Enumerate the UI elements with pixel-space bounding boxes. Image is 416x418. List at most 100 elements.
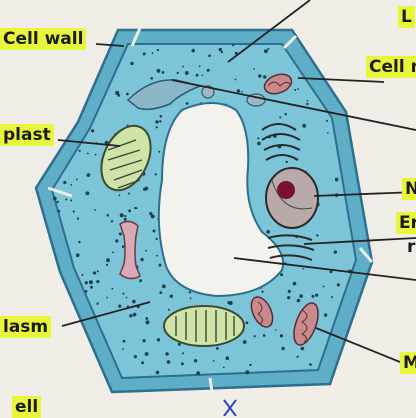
granule	[139, 279, 143, 283]
granule	[81, 273, 84, 276]
granule	[130, 61, 134, 66]
granule	[115, 239, 119, 243]
granule	[94, 153, 97, 156]
granule	[150, 77, 153, 80]
granule	[122, 348, 124, 350]
granule	[110, 220, 114, 223]
granule	[165, 352, 169, 356]
granule	[142, 52, 146, 56]
granule	[198, 65, 201, 68]
granule	[159, 115, 163, 118]
pen-mark-icon	[223, 399, 237, 416]
chloroplast-left	[100, 124, 152, 192]
granule	[63, 180, 67, 185]
mitochondrion-top-right	[263, 73, 293, 95]
granule	[84, 290, 88, 293]
granule	[56, 200, 59, 204]
granule	[119, 213, 124, 218]
granule	[208, 54, 211, 58]
granule	[329, 270, 333, 274]
granule	[245, 370, 250, 375]
label-chloroplast: plast	[0, 124, 54, 146]
granule	[323, 313, 328, 317]
granule	[257, 137, 260, 140]
granule	[225, 356, 230, 361]
granule	[336, 283, 340, 287]
granule	[155, 120, 159, 124]
granule	[333, 250, 337, 254]
granule	[115, 90, 120, 95]
granule	[285, 160, 288, 164]
rough-er	[261, 123, 315, 261]
granule	[263, 75, 267, 79]
granule	[167, 308, 170, 311]
granule	[158, 150, 161, 153]
granule	[306, 102, 309, 106]
granule	[105, 263, 109, 266]
granule	[300, 346, 305, 351]
granule	[78, 149, 81, 152]
granule	[65, 198, 68, 201]
granule	[75, 253, 80, 257]
granule	[185, 102, 189, 105]
granule	[297, 88, 299, 90]
mitochondrion-bottom-2	[293, 302, 319, 346]
granule	[315, 293, 319, 297]
granule	[91, 129, 95, 133]
granule	[132, 299, 136, 304]
granule	[106, 214, 109, 217]
granule	[193, 359, 198, 363]
granule	[206, 68, 210, 72]
granule	[292, 281, 297, 286]
granule	[154, 173, 157, 176]
granule	[155, 237, 158, 240]
label-cell-membrane: Cell m	[366, 56, 416, 78]
granule	[86, 152, 89, 155]
granule	[150, 214, 155, 219]
granule	[334, 177, 339, 182]
granule	[133, 355, 137, 359]
granule	[122, 339, 126, 343]
granule	[245, 321, 249, 325]
granule	[182, 352, 185, 355]
granule	[156, 254, 158, 257]
granule	[129, 314, 133, 318]
granule	[126, 92, 129, 96]
granule	[166, 360, 171, 364]
granule	[189, 297, 192, 300]
granule	[127, 192, 130, 195]
granule	[124, 215, 127, 218]
granule	[75, 178, 78, 181]
granule	[144, 186, 149, 191]
granule	[220, 50, 224, 54]
granule	[267, 47, 270, 50]
label-nucleus: N	[402, 178, 416, 200]
granule	[191, 48, 195, 53]
granule	[299, 294, 303, 298]
granule	[52, 196, 57, 201]
wall-breaks	[47, 27, 374, 393]
granule	[216, 347, 219, 350]
granule	[188, 291, 192, 294]
granule	[70, 183, 73, 186]
granule	[158, 70, 161, 73]
granule	[140, 257, 144, 262]
granule	[302, 123, 307, 128]
granule	[296, 298, 301, 303]
granule	[112, 251, 114, 254]
granule	[96, 302, 99, 305]
granule	[281, 346, 285, 351]
granule	[141, 361, 145, 365]
granule	[106, 258, 110, 263]
granule	[122, 292, 125, 295]
granule	[125, 296, 128, 299]
granule	[106, 296, 108, 299]
granule	[118, 304, 122, 308]
granule	[151, 52, 154, 55]
granule	[266, 230, 271, 234]
granule	[155, 370, 160, 375]
label-cell-wall: Cell wall	[0, 28, 87, 50]
granule	[117, 94, 121, 97]
granule	[169, 294, 173, 298]
